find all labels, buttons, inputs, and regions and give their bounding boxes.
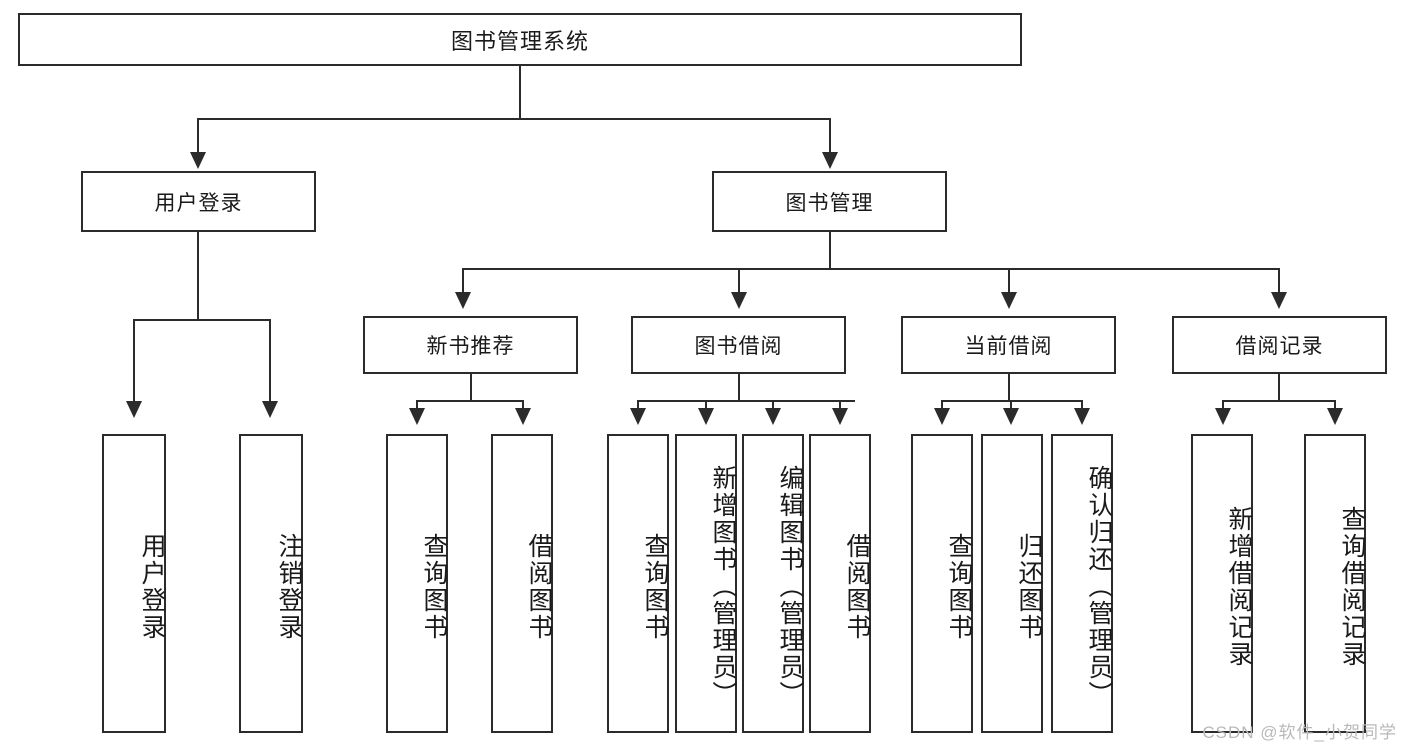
arrow-cb-leaf-3	[1074, 408, 1090, 425]
node-new-book-recommend[interactable]: 新书推荐	[363, 316, 578, 374]
edge-bb-bus	[637, 400, 855, 402]
node-new-book-recommend-label: 新书推荐	[426, 335, 515, 358]
arrow-user-login-leaf-2	[262, 401, 278, 418]
edge-book-management-stem	[829, 232, 831, 269]
node-leaf-confirm-return-label: 确认归还（管理员）	[1085, 465, 1113, 708]
node-current-borrow-label: 当前借阅	[964, 335, 1053, 358]
node-leaf-add-book-label: 新增图书（管理员）	[709, 465, 737, 708]
edge-br-stem	[1278, 374, 1280, 401]
edge-nbr-stem	[470, 374, 472, 401]
arrow-bm-to-new-book-recommend	[455, 292, 471, 309]
edge-root-to-book-management	[829, 118, 831, 154]
node-leaf-logout-login[interactable]: 注销登录	[239, 434, 303, 733]
node-book-borrow-label: 图书借阅	[694, 335, 783, 358]
node-leaf-user-login-label: 用户登录	[138, 532, 166, 641]
node-leaf-query-book-3[interactable]: 查询图书	[911, 434, 973, 733]
arrow-root-to-book-management	[822, 152, 838, 169]
node-leaf-confirm-return[interactable]: 确认归还（管理员）	[1051, 434, 1113, 733]
node-leaf-borrow-book-2-label: 借阅图书	[843, 532, 871, 641]
edge-user-login-drop-2	[269, 319, 271, 403]
node-leaf-query-book-1-label: 查询图书	[420, 532, 448, 641]
edge-br-drop-1	[1222, 400, 1224, 412]
node-leaf-return-book[interactable]: 归还图书	[981, 434, 1043, 733]
node-leaf-logout-login-label: 注销登录	[275, 532, 303, 641]
node-borrow-record-label: 借阅记录	[1235, 335, 1324, 358]
edge-cb-bus	[941, 400, 1083, 402]
node-leaf-query-book-3-label: 查询图书	[945, 532, 973, 641]
edge-book-management-bus	[462, 268, 1280, 270]
arrow-root-to-user-login	[190, 152, 206, 169]
arrow-bb-leaf-3	[765, 408, 781, 425]
edge-root-stem	[519, 66, 521, 119]
node-leaf-add-borrow-record-label: 新增借阅记录	[1225, 505, 1253, 668]
node-leaf-return-book-label: 归还图书	[1015, 532, 1043, 641]
edge-root-to-user-login	[197, 118, 199, 154]
edge-bb-drop-4	[839, 400, 841, 412]
arrow-bb-leaf-1	[630, 408, 646, 425]
edge-user-login-stem	[197, 232, 199, 320]
node-book-management-label: 图书管理	[785, 191, 874, 215]
edge-bm-drop-3	[1008, 268, 1010, 294]
node-leaf-add-borrow-record[interactable]: 新增借阅记录	[1191, 434, 1253, 733]
node-leaf-add-book[interactable]: 新增图书（管理员）	[675, 434, 737, 733]
edge-nbr-bus	[416, 400, 524, 402]
edge-bm-drop-4	[1278, 268, 1280, 294]
node-leaf-query-book-1[interactable]: 查询图书	[386, 434, 448, 733]
node-leaf-borrow-book-1-label: 借阅图书	[525, 532, 553, 641]
arrow-bm-to-current-borrow	[1001, 292, 1017, 309]
edge-cb-drop-1	[941, 400, 943, 412]
node-borrow-record[interactable]: 借阅记录	[1172, 316, 1387, 374]
node-leaf-query-book-2-label: 查询图书	[641, 532, 669, 641]
node-current-borrow[interactable]: 当前借阅	[901, 316, 1116, 374]
edge-cb-drop-3	[1081, 400, 1083, 412]
edge-bm-drop-1	[462, 268, 464, 294]
edge-cb-stem	[1008, 374, 1010, 401]
edge-nbr-drop-2	[522, 400, 524, 412]
node-book-borrow[interactable]: 图书借阅	[631, 316, 846, 374]
edge-bb-stem	[738, 374, 740, 401]
edge-cb-drop-2	[1010, 400, 1012, 412]
node-book-management[interactable]: 图书管理	[712, 171, 947, 232]
edge-root-bus	[197, 118, 831, 120]
edge-br-bus	[1222, 400, 1336, 402]
arrow-bm-to-borrow-record	[1271, 292, 1287, 309]
edge-br-drop-2	[1334, 400, 1336, 412]
arrow-br-leaf-2	[1327, 408, 1343, 425]
edge-bb-drop-2	[705, 400, 707, 412]
node-leaf-query-borrow-record-label: 查询借阅记录	[1338, 505, 1366, 668]
node-user-login-label: 用户登录	[154, 191, 243, 215]
node-leaf-user-login[interactable]: 用户登录	[102, 434, 166, 733]
node-leaf-edit-book-label: 编辑图书（管理员）	[776, 465, 804, 708]
arrow-bb-leaf-2	[698, 408, 714, 425]
node-leaf-borrow-book-1[interactable]: 借阅图书	[491, 434, 553, 733]
node-leaf-edit-book[interactable]: 编辑图书（管理员）	[742, 434, 804, 733]
edge-bm-drop-2	[738, 268, 740, 294]
arrow-cb-leaf-2	[1003, 408, 1019, 425]
arrow-bb-leaf-4	[832, 408, 848, 425]
node-root-label: 图书管理系统	[450, 28, 589, 54]
csdn-watermark: CSDN @软件_小贺同学	[1202, 723, 1397, 742]
arrow-nbr-leaf-1	[409, 408, 425, 425]
arrow-user-login-leaf-1	[126, 401, 142, 418]
arrow-cb-leaf-1	[934, 408, 950, 425]
edge-user-login-drop-1	[133, 319, 135, 403]
node-leaf-borrow-book-2[interactable]: 借阅图书	[809, 434, 871, 733]
edge-nbr-drop-1	[416, 400, 418, 412]
arrow-br-leaf-1	[1215, 408, 1231, 425]
node-user-login[interactable]: 用户登录	[81, 171, 316, 232]
arrow-nbr-leaf-2	[515, 408, 531, 425]
node-leaf-query-book-2[interactable]: 查询图书	[607, 434, 669, 733]
edge-bb-drop-1	[637, 400, 639, 412]
arrow-bm-to-book-borrow	[731, 292, 747, 309]
node-leaf-query-borrow-record[interactable]: 查询借阅记录	[1304, 434, 1366, 733]
node-root[interactable]: 图书管理系统	[18, 13, 1022, 66]
edge-bb-drop-3	[772, 400, 774, 412]
edge-user-login-bus	[133, 319, 271, 321]
